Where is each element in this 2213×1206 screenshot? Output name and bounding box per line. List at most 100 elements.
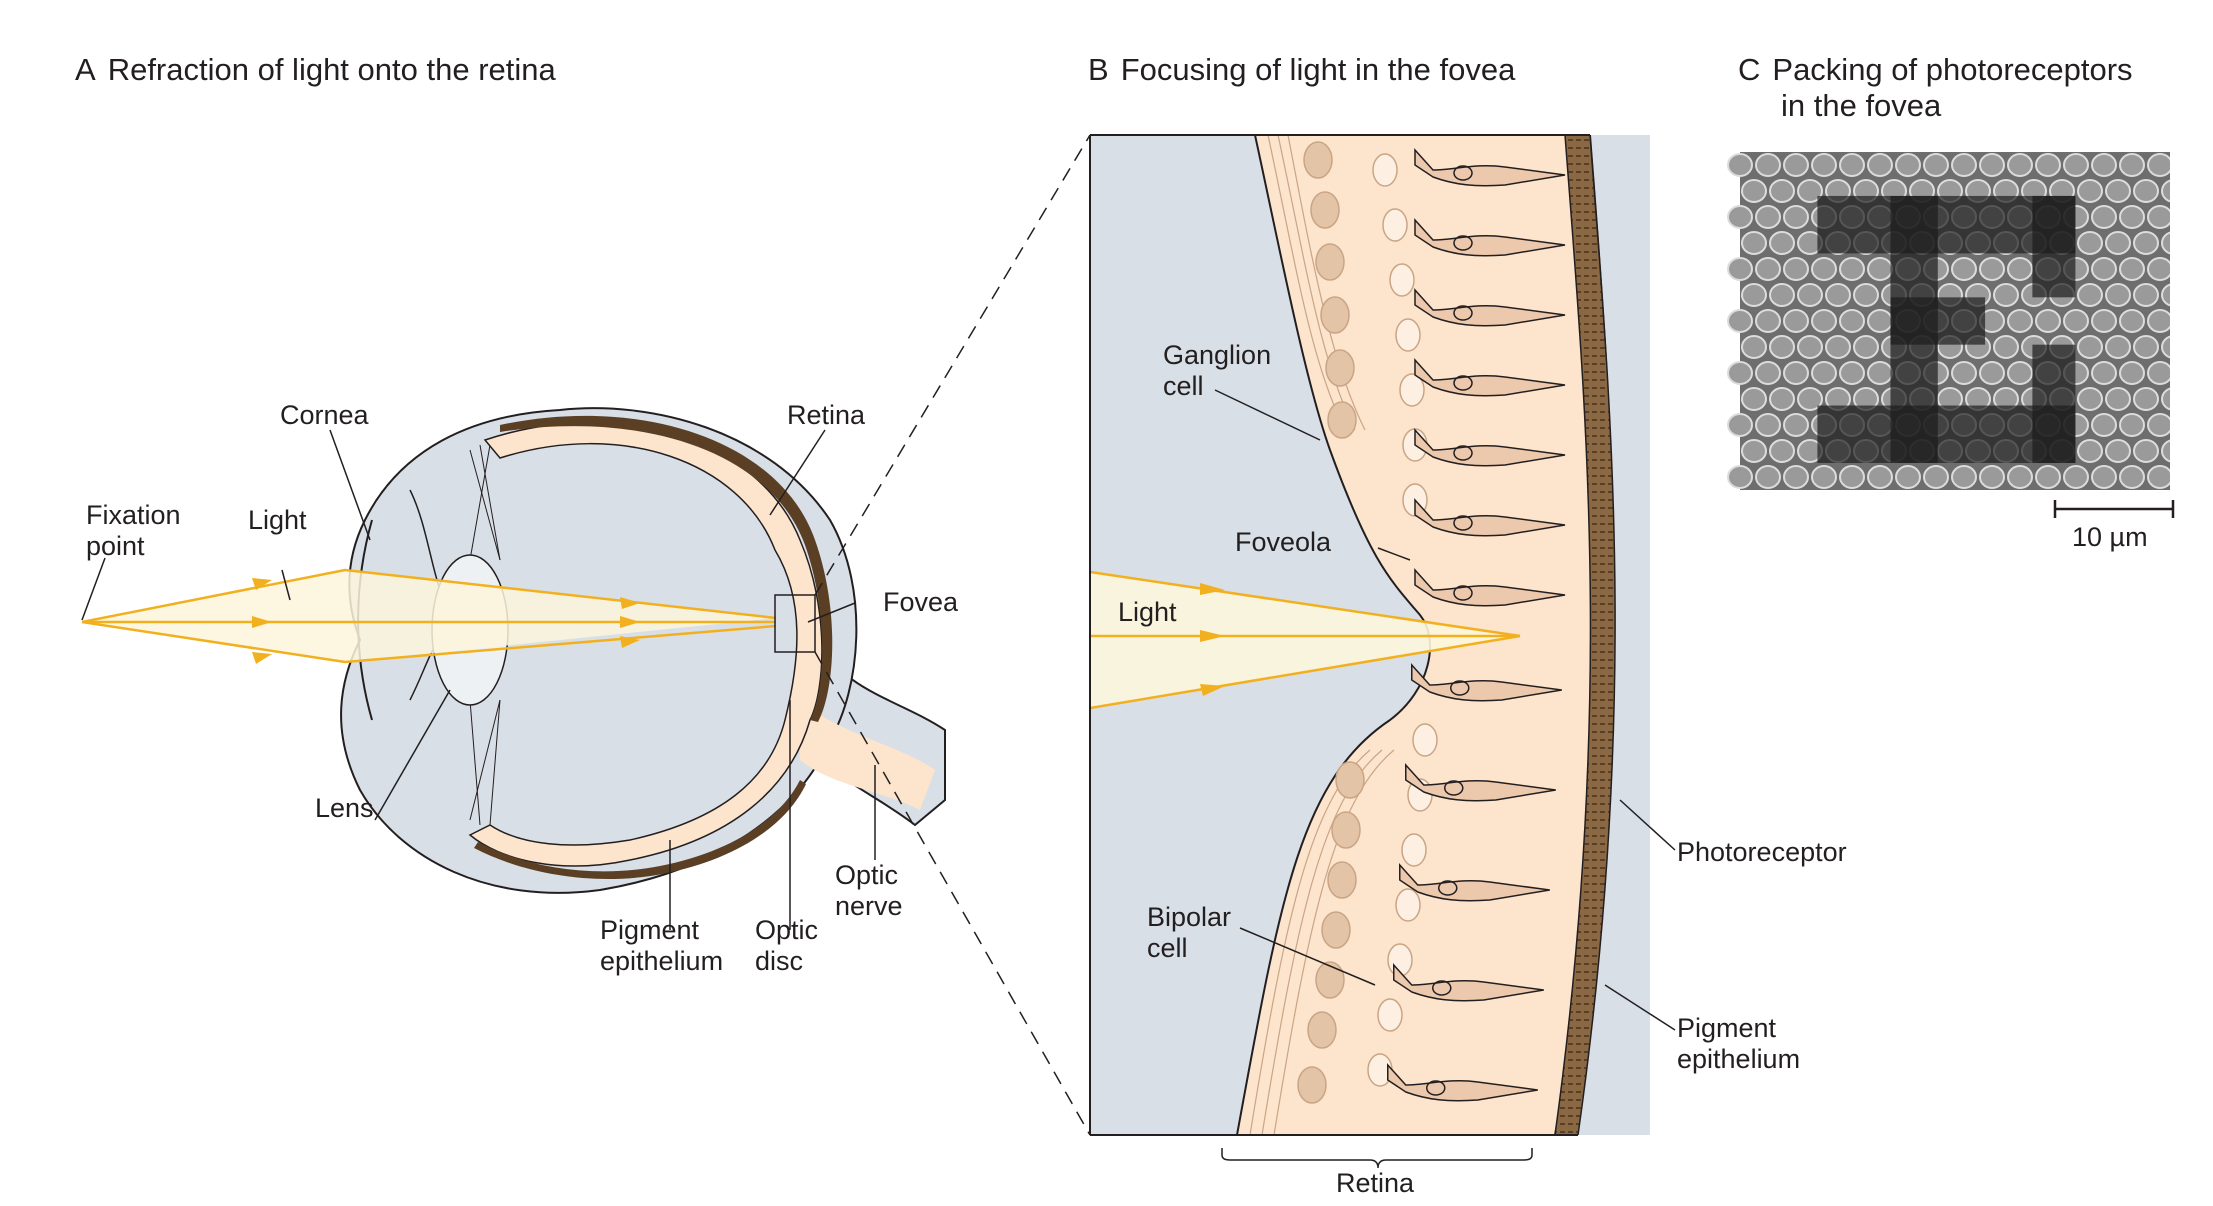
cone-cell — [1727, 465, 1753, 489]
photoreceptor-cell — [1399, 863, 1550, 902]
cone-cell — [1839, 309, 1865, 333]
cone-cell — [1811, 361, 1837, 385]
cone-cell — [1741, 283, 1767, 307]
retina-brace — [1221, 1148, 1533, 1169]
scale-bar — [2053, 500, 2175, 518]
label-pigment-a-line2: epithelium — [600, 946, 724, 976]
cone-cell — [1825, 283, 1851, 307]
cone-cell — [1867, 361, 1893, 385]
cone-cell — [1979, 465, 2005, 489]
letter-e-overlay — [1817, 195, 2076, 254]
label-fixation-line1: Fixation — [86, 500, 181, 530]
light-cone — [82, 570, 776, 662]
cone-cell — [2119, 205, 2145, 229]
cone-cell — [2147, 309, 2173, 333]
letter-e-overlay — [1890, 297, 1986, 345]
label-lens: Lens — [315, 793, 374, 823]
cone-cell — [2007, 361, 2033, 385]
label-optic-nerve-line1: Optic — [835, 860, 899, 890]
cone-cell — [2133, 231, 2159, 255]
cone-cell — [2063, 153, 2089, 177]
photoreceptor-nucleus — [1450, 680, 1470, 696]
cone-cell — [1797, 179, 1823, 203]
cone-cell — [2133, 335, 2159, 359]
cone-cell — [2035, 465, 2061, 489]
cone-cell — [1741, 387, 1767, 411]
fovea-diagram — [1090, 135, 1650, 1135]
photoreceptor-nucleus — [1444, 780, 1464, 796]
cone-cell — [1951, 361, 1977, 385]
cone-cell — [1951, 257, 1977, 281]
light-cone-b — [1090, 572, 1520, 708]
photoreceptor-nucleus — [1453, 585, 1473, 601]
cone-cell — [1811, 465, 1837, 489]
label-pigment-b-line2: epithelium — [1677, 1044, 1801, 1074]
cone-cell — [1769, 179, 1795, 203]
cone-cell — [1811, 257, 1837, 281]
cone-cell — [2091, 309, 2117, 333]
cone-cell — [2077, 283, 2103, 307]
photoreceptor-cell — [1414, 568, 1566, 607]
cone-cell — [1979, 257, 2005, 281]
cone-cell — [2119, 153, 2145, 177]
cone-cell — [1979, 153, 2005, 177]
photoreceptor-nucleus — [1453, 165, 1473, 181]
cone-cell — [1867, 465, 1893, 489]
cone-cell — [2147, 153, 2173, 177]
cone-cell — [2035, 309, 2061, 333]
photoreceptor-nucleus — [1453, 375, 1473, 391]
pigment-epithelium-band-lower — [474, 780, 806, 879]
cone-cell — [2133, 179, 2159, 203]
cone-cell — [2147, 465, 2173, 489]
photoreceptor-cell — [1411, 663, 1562, 702]
photoreceptor-cell — [1414, 148, 1566, 187]
photoreceptor-nucleus — [1453, 515, 1473, 531]
cone-cell — [1727, 413, 1753, 437]
fovea-inset-box — [774, 594, 816, 653]
cone-cell — [1867, 309, 1893, 333]
label-light-a: Light — [248, 505, 307, 535]
label-photoreceptor: Photoreceptor — [1677, 837, 1847, 867]
cone-cell — [1811, 153, 1837, 177]
label-ganglion-line1: Ganglion — [1163, 340, 1272, 370]
panel-b-title-text: Focusing of light in the fovea — [1120, 52, 1516, 87]
cone-cell — [1741, 179, 1767, 203]
zonule-fibers — [469, 444, 501, 826]
cone-cell — [1783, 361, 1809, 385]
pigment-epithelium-b — [1554, 135, 1616, 1135]
cone-cell — [1769, 335, 1795, 359]
cone-cell — [1839, 465, 1865, 489]
cone-cell — [2147, 257, 2173, 281]
cone-cell — [2105, 231, 2131, 255]
cone-cell — [1853, 335, 1879, 359]
cone-cell — [1727, 309, 1753, 333]
cone-cell — [2007, 465, 2033, 489]
label-fovea: Fovea — [883, 587, 959, 617]
letter-e-overlay — [1817, 405, 2076, 463]
label-optic-disc-line1: Optic — [755, 915, 819, 945]
photoreceptor-nucleus — [1453, 235, 1473, 251]
label-retina-b: Retina — [1336, 1168, 1415, 1198]
photoreceptor-cell — [1405, 763, 1556, 802]
cone-cell — [1993, 335, 2019, 359]
cone-cell — [2007, 309, 2033, 333]
cone-cell — [2063, 309, 2089, 333]
cone-cell — [2119, 465, 2145, 489]
cone-cell — [2105, 387, 2131, 411]
cone-cell — [2091, 413, 2117, 437]
cone-cell — [1783, 153, 1809, 177]
cone-cell — [2133, 439, 2159, 463]
retina-layer — [468, 421, 823, 867]
cone-cell — [2105, 439, 2131, 463]
cone-cell — [1797, 335, 1823, 359]
cone-cell — [1993, 283, 2019, 307]
photoreceptor-cell — [1387, 1063, 1538, 1102]
cone-cell — [2105, 179, 2131, 203]
cone-cell — [2119, 309, 2145, 333]
cone-cell — [1825, 335, 1851, 359]
cone-cell — [2091, 257, 2117, 281]
cone-cell — [2119, 257, 2145, 281]
